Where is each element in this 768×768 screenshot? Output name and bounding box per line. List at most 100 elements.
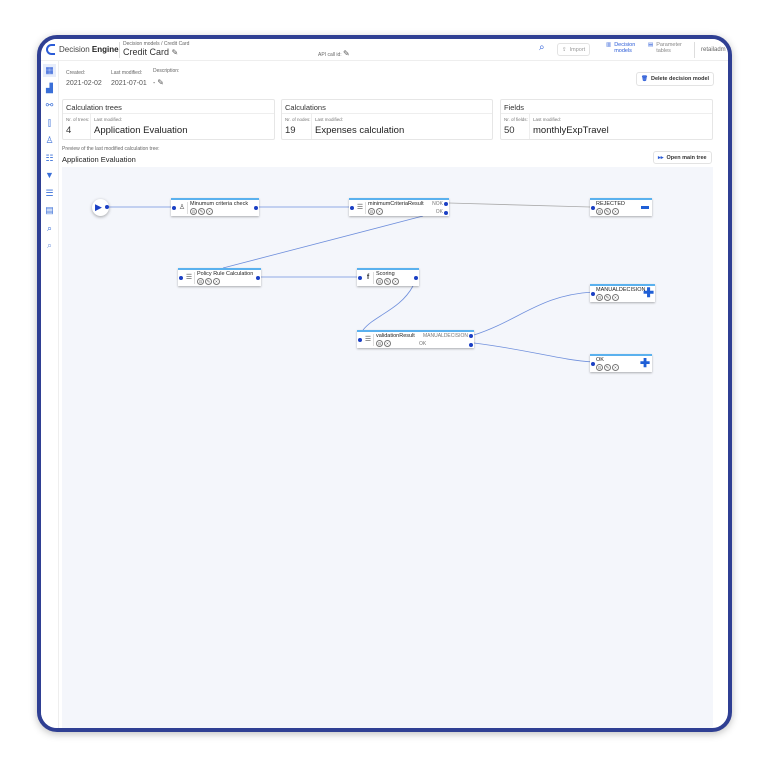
description: - ✎ <box>153 78 164 87</box>
description-value: - <box>153 80 156 87</box>
input-port[interactable] <box>179 276 183 280</box>
delete-icon[interactable]: × <box>612 364 619 371</box>
output-port[interactable] <box>256 276 260 280</box>
edit-icon[interactable]: ✎ <box>198 208 205 215</box>
node-name: OK <box>596 357 604 363</box>
flow-icon[interactable]: ⚯ <box>45 100 54 110</box>
breadcrumb[interactable]: Decision models / Credit Card <box>123 41 190 47</box>
output-label: NOK <box>432 201 443 207</box>
input-port[interactable] <box>591 206 595 210</box>
output-port[interactable] <box>444 211 448 215</box>
input-port[interactable] <box>591 362 595 366</box>
delete-icon[interactable]: × <box>384 340 391 347</box>
edit-pencil-icon[interactable]: ✎ <box>171 48 179 57</box>
edit-pencil-icon[interactable]: ✎ <box>343 49 350 58</box>
copy-icon[interactable]: ⊙ <box>596 208 603 215</box>
grid-icon[interactable]: ☰ <box>45 188 54 198</box>
node-manual-decision[interactable]: MANUALDECISION ⊙✎× ✚ <box>590 284 655 302</box>
user-menu[interactable]: retailadm <box>701 47 726 53</box>
divider <box>119 42 120 58</box>
decision-table-icon: ☰ <box>355 202 366 214</box>
modified-value[interactable]: Application Evaluation <box>94 125 188 136</box>
analytics-icon[interactable]: ▟ <box>46 83 53 93</box>
node-ok[interactable]: OK ⊙✎× ✚ <box>590 354 652 372</box>
copy-icon[interactable]: ⊙ <box>368 208 375 215</box>
edge <box>473 291 594 336</box>
output-label: OK <box>419 341 427 347</box>
open-main-tree-button[interactable]: ▸▸Open main tree <box>653 151 712 164</box>
copy-icon[interactable]: ⊙ <box>197 278 204 285</box>
output-port[interactable] <box>444 202 448 206</box>
output-port[interactable] <box>469 334 473 338</box>
start-node-play-icon[interactable]: ▶ <box>92 199 109 216</box>
edit-icon[interactable]: ✎ <box>604 208 611 215</box>
import-button[interactable]: ⇪Import <box>557 43 591 56</box>
node-minimum-criteria-check[interactable]: ♙ Minumum criteria check ⊙✎× <box>171 198 259 216</box>
modified-value[interactable]: Expenses calculation <box>315 125 405 136</box>
node-minimum-criteria-result[interactable]: ☰ minimumCriteriaResult ⊙× NOK OK <box>349 198 449 216</box>
input-port[interactable] <box>358 338 362 342</box>
delete-icon[interactable]: × <box>206 208 213 215</box>
title-text: Credit Card <box>123 47 170 57</box>
nav-parameter-tables[interactable]: ▤Parameter tables <box>648 42 690 54</box>
node-actions: ⊙✎× <box>190 208 213 215</box>
output-port[interactable] <box>414 276 418 280</box>
copy-icon[interactable]: ⊙ <box>376 340 383 347</box>
delete-decision-model-button[interactable]: 🗑Delete decision model <box>636 72 715 86</box>
search-icon[interactable]: ⌕ <box>46 223 53 233</box>
copy-icon[interactable]: ⊙ <box>596 364 603 371</box>
port-dot[interactable] <box>105 205 109 209</box>
top-header: Decision Engine Decision models / Credit… <box>41 39 728 61</box>
brand-bold: Engine <box>91 45 119 54</box>
edit-icon[interactable]: ✎ <box>205 278 212 285</box>
dashboard-icon[interactable]: ▦ <box>43 64 56 77</box>
delete-icon[interactable]: × <box>213 278 220 285</box>
delete-icon[interactable]: × <box>376 208 383 215</box>
divider <box>694 42 695 58</box>
node-validation-result[interactable]: ☰ validationResult ⊙× MANUALDECISION OK <box>357 330 474 348</box>
filter-icon[interactable]: ▼ <box>45 170 54 180</box>
count-value: 19 <box>285 125 296 136</box>
count-label: Nr. of fields: <box>504 117 528 122</box>
copy-icon[interactable]: ⊙ <box>596 294 603 301</box>
delete-icon[interactable]: × <box>612 294 619 301</box>
delete-label: Delete decision model <box>650 76 710 82</box>
delete-icon[interactable]: × <box>612 208 619 215</box>
list-icon[interactable]: ☷ <box>45 153 54 163</box>
search-icon[interactable]: ⌕ <box>539 42 545 53</box>
copy-icon[interactable]: ⊙ <box>376 278 383 285</box>
tree-canvas[interactable] <box>62 167 713 728</box>
preview-label: Preview of the last modified calculation… <box>62 146 160 152</box>
output-port[interactable] <box>469 343 473 347</box>
hierarchy-icon[interactable]: ♙ <box>45 135 54 145</box>
node-policy-rule-calculation[interactable]: ☰ Policy Rule Calculation ⊙✎× <box>178 268 261 286</box>
structure-icon[interactable]: ⫿ <box>48 118 51 128</box>
input-port[interactable] <box>358 276 362 280</box>
copy-icon[interactable]: ⊙ <box>190 208 197 215</box>
input-port[interactable] <box>591 292 595 296</box>
node-scoring[interactable]: f Scoring ⊙✎× <box>357 268 419 286</box>
edit-pencil-icon[interactable]: ✎ <box>157 78 164 87</box>
card-title: Calculation trees <box>66 103 122 112</box>
modified-value[interactable]: monthlyExpTravel <box>533 125 609 136</box>
nav-decision-models[interactable]: ▥Decision models <box>606 42 638 54</box>
output-port[interactable] <box>254 206 258 210</box>
api-call-id-label: API call id: <box>318 52 342 58</box>
nav-label: Decision models <box>614 42 636 54</box>
card-title: Calculations <box>285 103 326 112</box>
edit-icon[interactable]: ✎ <box>604 294 611 301</box>
edit-icon[interactable]: ✎ <box>604 364 611 371</box>
edit-icon[interactable]: ✎ <box>384 278 391 285</box>
input-port[interactable] <box>172 206 176 210</box>
node-rejected[interactable]: REJECTED ⊙✎× <box>590 198 652 216</box>
delete-icon[interactable]: × <box>392 278 399 285</box>
app-window: Decision Engine Decision models / Credit… <box>37 35 732 732</box>
api-call-id: API call id: ✎ <box>318 49 350 58</box>
document-icon[interactable]: ▤ <box>45 205 54 215</box>
input-port[interactable] <box>350 206 354 210</box>
zoom-search-icon[interactable]: ⌕ <box>46 240 53 250</box>
